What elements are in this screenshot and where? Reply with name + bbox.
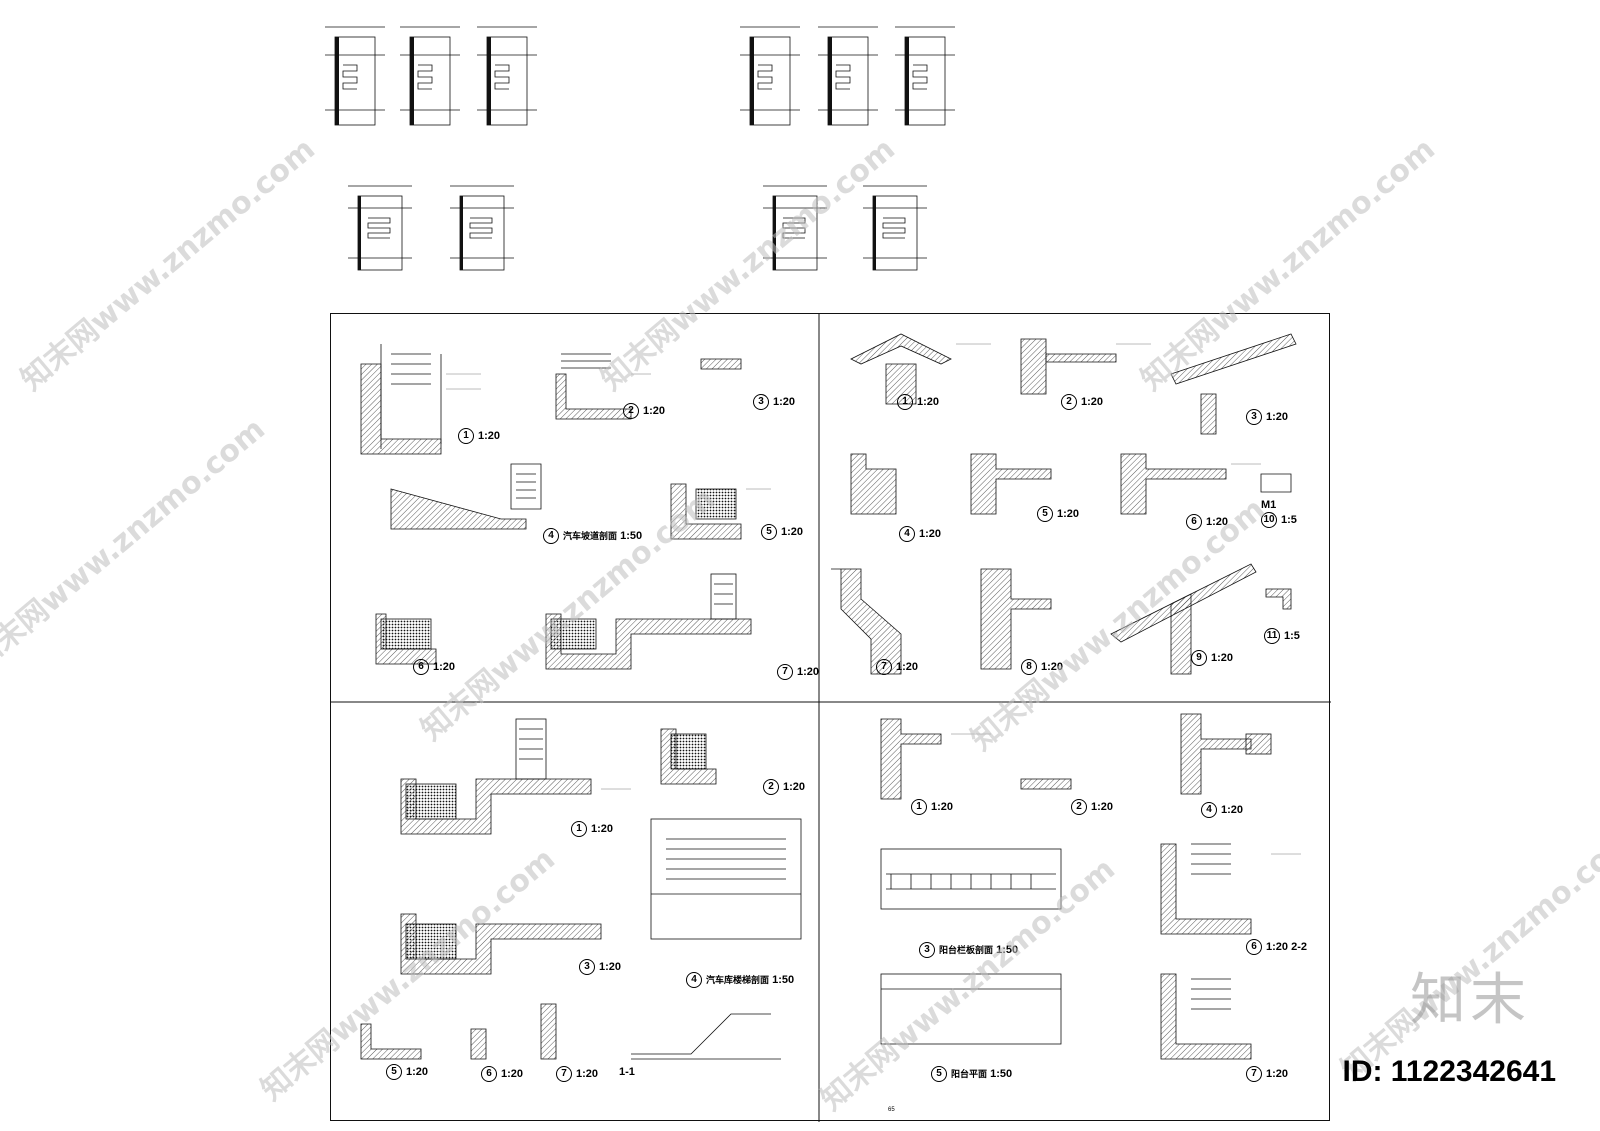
watermark-text: 知末网www.znzmo.com — [1334, 821, 1600, 1088]
detail-m1-label: M1 — [1261, 499, 1277, 511]
watermark-text: 知末网www.znzmo.com — [0, 411, 272, 678]
stair-plans-svg-2 — [740, 26, 955, 126]
stair-plans-svg-3 — [348, 185, 514, 271]
stair-plan-group-mid-right — [755, 178, 955, 288]
page-number: 65 — [888, 1107, 895, 1113]
stair-plan-group-top-left — [315, 15, 555, 145]
brand-logo: 知末 — [1410, 968, 1530, 1033]
id-tag: ID: 1122342641 — [1342, 1055, 1556, 1088]
stair-plans-svg-4 — [763, 185, 927, 271]
section-1-1-label: 1-1 — [619, 1066, 635, 1078]
stair-plan-group-mid-left — [340, 178, 540, 288]
sheet-grid-svg — [331, 314, 1331, 1122]
stair-plan-group-top-right — [730, 15, 970, 145]
watermark-text: 知末网www.znzmo.com — [14, 131, 322, 398]
stair-plans-svg-1 — [325, 26, 537, 126]
